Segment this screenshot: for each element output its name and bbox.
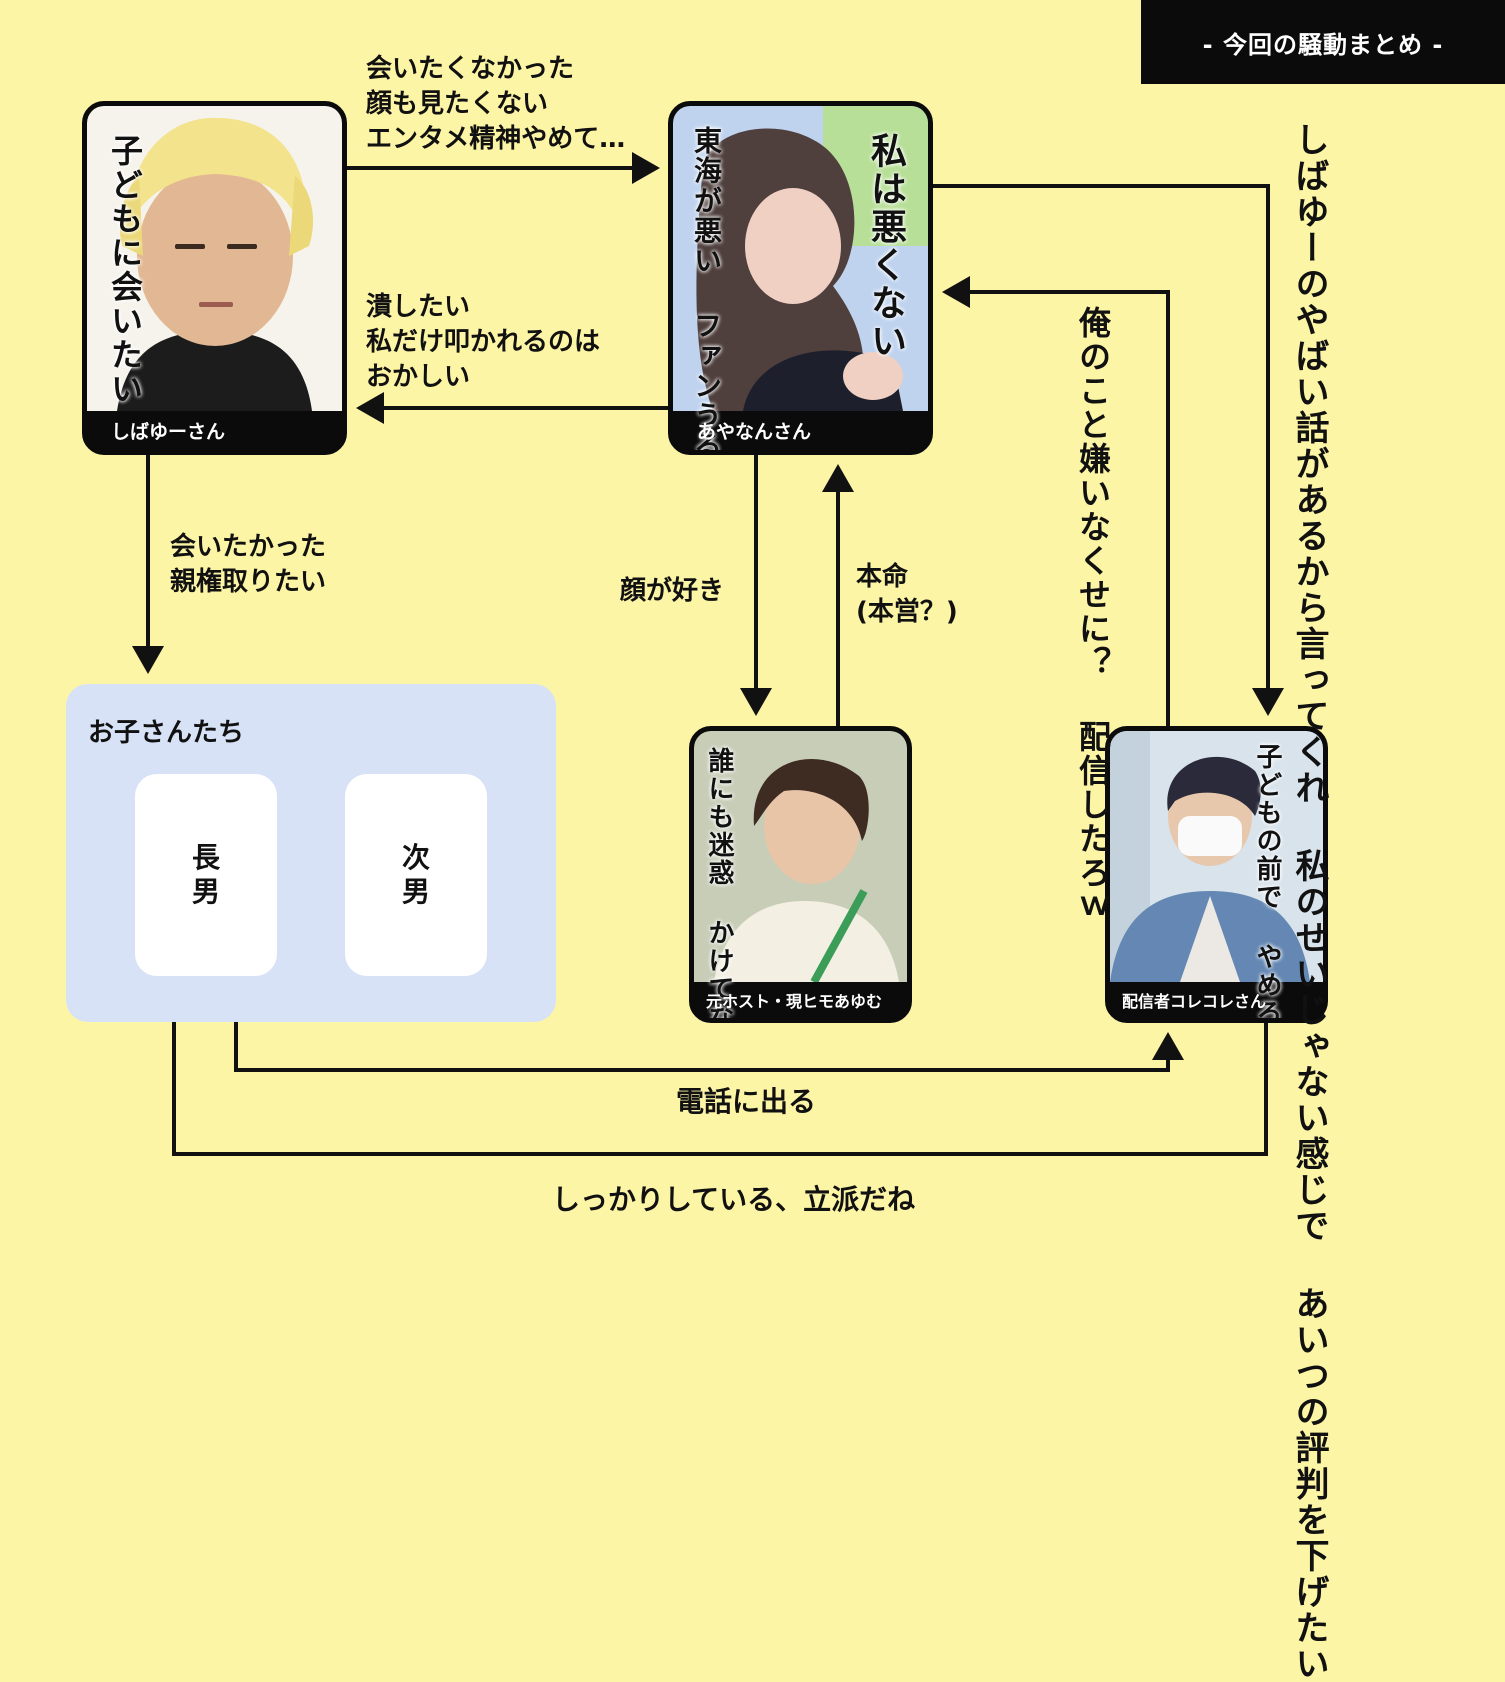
label-korekore-to-ayanan: 俺のこと嫌いなくせに？ 配信したろｗ (1074, 306, 1112, 924)
arrow-ayanan-to-korekore (932, 184, 1284, 716)
ayanan-thought-left: 東海が悪い ファンうるせぇよ (690, 126, 723, 455)
shibayu-thought: 子どもに会いたい (106, 134, 144, 406)
header-title: - 今回の騒動まとめ - (1141, 0, 1505, 84)
ayumu-photo (694, 731, 907, 984)
node-ayumu: 誰にも迷惑 かけてなくね？ 元ホスト・現ヒモあゆむ (689, 726, 912, 1023)
arrow-korekore-to-ayanan (942, 276, 1170, 727)
shibayu-name: しばゆーさん (111, 421, 226, 443)
node-ayanan: 私は悪くない 東海が悪い ファンうるせぇよ あやなんさん (668, 101, 933, 455)
ayanan-photo (673, 106, 928, 411)
shibayu-photo (87, 106, 342, 411)
child-eldest-son: 長 男 (135, 774, 277, 976)
ayanan-thought-right: 私は悪くない (865, 132, 906, 360)
label-ayumu-to-ayanan: 本命 (本営？) (856, 562, 958, 627)
ayanan-name: あやなんさん (697, 421, 812, 443)
node-shibayu: 子どもに会いたい しばゆーさん (82, 101, 347, 455)
label-ayanan-to-shibayu: 潰したい 私だけ叩かれるのは おかしい (366, 292, 601, 392)
korekore-photo (1110, 731, 1323, 982)
label-ayanan-to-korekore: しばゆーのやばい話があるから言ってくれ 私のせいじゃない感じで あいつの評判を下… (1289, 122, 1329, 1682)
node-korekore: 子どもの前で やめろよ 配信者コレコレさん (1105, 726, 1328, 1023)
ayumu-thought: 誰にも迷惑 かけてなくね？ (704, 747, 734, 1023)
arrow-eldest-to-korekore (234, 977, 1184, 1072)
ayumu-name: 元ホスト・現ヒモあゆむ (706, 991, 883, 1011)
children-group: お子さんたち 長 男 次 男 (66, 684, 556, 1022)
label-eldest-to-korekore: 電話に出る (676, 1085, 817, 1118)
label-ayanan-to-ayumu: 顔が好き (620, 576, 725, 606)
children-title: お子さんたち (88, 718, 245, 748)
label-korekore-to-eldest: しっかりしている、立派だね (552, 1183, 916, 1216)
label-shibayu-to-children: 会いたかった 親権取りたい (170, 532, 327, 597)
arrow-korekore-to-eldest (158, 986, 1268, 1156)
korekore-thought: 子どもの前で やめろよ (1252, 743, 1282, 1023)
connector-lines (132, 152, 1284, 1156)
korekore-name: 配信者コレコレさん (1122, 991, 1267, 1011)
child-second-son: 次 男 (345, 774, 487, 976)
label-shibayu-to-ayanan: 会いたくなかった 顔も見たくない エンタメ精神やめて… (366, 54, 626, 154)
